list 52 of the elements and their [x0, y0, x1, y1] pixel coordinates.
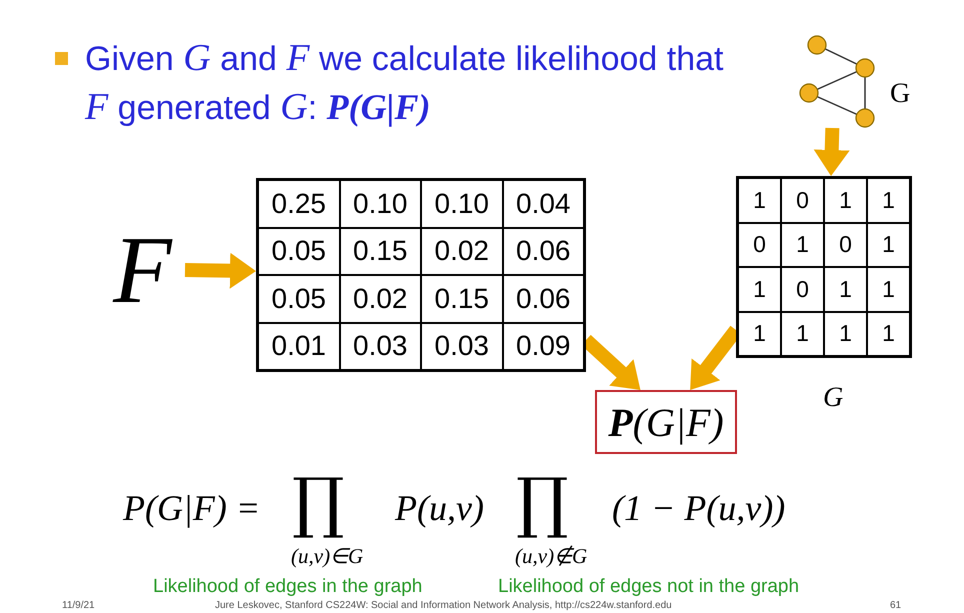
title-text: Given G and F we calculate likelihood that F generated G: P(G|F) [85, 36, 724, 130]
matrix-cell: 1 [781, 312, 824, 356]
matrix-cell: 0.02 [340, 275, 421, 322]
page-number: 61 [890, 601, 902, 611]
matrix-cell: 0.06 [502, 275, 584, 322]
matrix-cell: 0.10 [340, 180, 421, 228]
footer-date: 11/9/21 [62, 601, 95, 611]
matrix-cell: 1 [781, 222, 824, 267]
matrix-cell: 0.05 [258, 228, 340, 275]
matrix-cell: 0 [781, 267, 824, 312]
matrix-cell: 0.03 [421, 322, 502, 370]
matrix-cell: 0.03 [340, 322, 421, 370]
matrix-cell: 1 [867, 222, 910, 267]
annotation-text: Likelihood of edges in the graph [153, 577, 422, 596]
matrix-cell: 0.25 [258, 180, 340, 228]
graph-drawing [798, 34, 876, 128]
result-box: P(G|F) [595, 390, 737, 454]
matrix-cell: 0.04 [502, 180, 584, 228]
matrix-cell: 1 [867, 267, 910, 312]
matrix-cell: 1 [738, 178, 781, 222]
matrix-cell: 1 [867, 178, 910, 222]
matrix-cell: 1 [738, 267, 781, 312]
matrix-cell: 0.15 [340, 228, 421, 275]
matrix-cell: 1 [824, 267, 867, 312]
graph-label: G [823, 382, 844, 414]
block-arrow [184, 252, 256, 289]
matrix-cell: 1 [867, 312, 910, 356]
formula-text: P(G|F) = [123, 490, 260, 526]
matrix-cell: 1 [738, 312, 781, 356]
matrix-cell: 0.02 [421, 228, 502, 275]
formula-text: (1 − P(u,v)) [612, 490, 786, 526]
formula-text: P(u,v) [395, 490, 484, 526]
product-symbol: ∏ [516, 470, 569, 536]
matrix-cell: 1 [824, 178, 867, 222]
matrix-cell: 0.06 [502, 228, 584, 275]
block-arrow [814, 128, 850, 176]
product-symbol: ∏ [292, 470, 345, 536]
annotation-text: Likelihood of edges not in the graph [498, 577, 800, 596]
footer-text: Jure Leskovec, Stanford CS224W: Social and Information Network Analysis, http://cs224w.stanford.edu [215, 601, 672, 611]
variable-letter: F [113, 222, 172, 318]
matrix-cell: 0.01 [258, 322, 340, 370]
matrix-cell: 0.10 [421, 180, 502, 228]
formula-subscript: (u,v)∈G [291, 546, 364, 567]
matrix-cell: 0 [738, 222, 781, 267]
graph-label: G [890, 78, 910, 110]
matrix-cell: 0 [781, 178, 824, 222]
matrix-cell: 0.09 [502, 322, 584, 370]
matrix-cell: 0.05 [258, 275, 340, 322]
matrix-cell: 1 [824, 312, 867, 356]
matrix-cell: 0.15 [421, 275, 502, 322]
formula-subscript: (u,v)∉G [515, 546, 588, 567]
matrix-cell: 0 [824, 222, 867, 267]
